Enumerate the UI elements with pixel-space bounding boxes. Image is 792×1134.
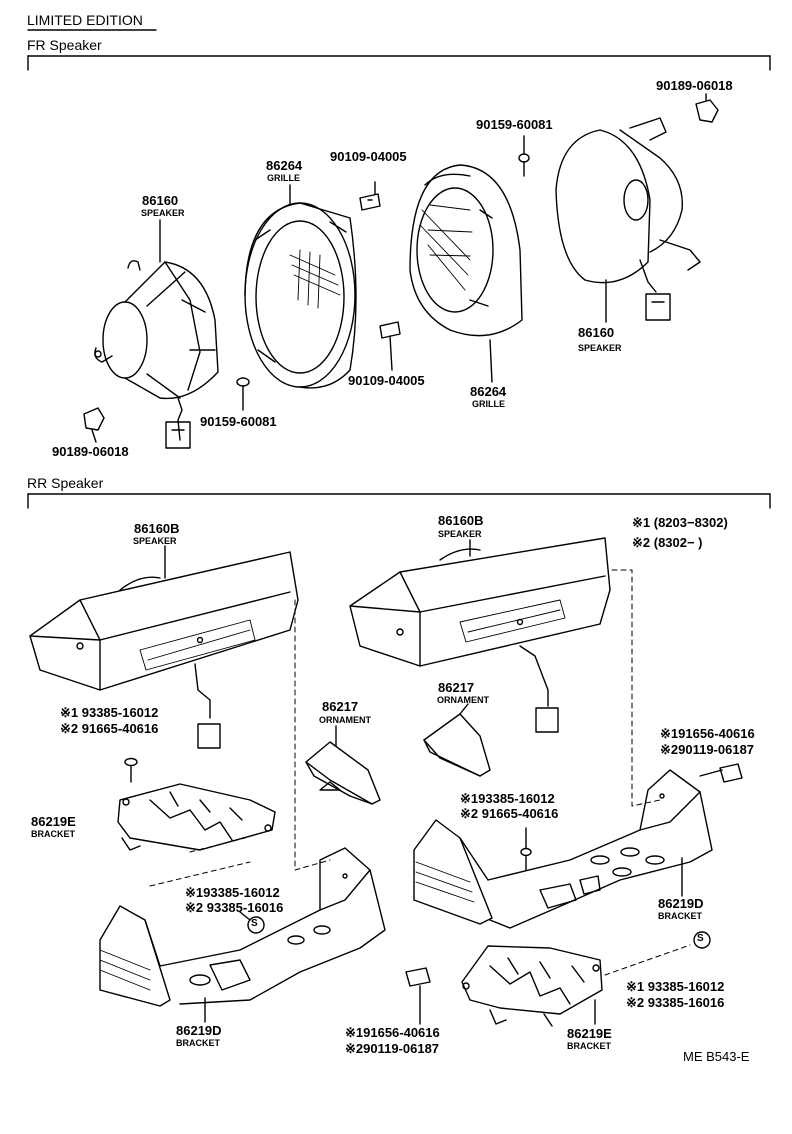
fr-grille-left (244, 202, 357, 389)
symbol-s-right-label: S (697, 933, 704, 944)
rr-screw-a (124, 757, 138, 783)
rr-dashed-left (149, 599, 331, 887)
rr-bracket-e-left (117, 783, 276, 851)
fr-screw-right (518, 135, 530, 177)
fr-grille-right-number: 86264 (470, 384, 507, 399)
fr-grille-left-name: GRILLE (267, 173, 300, 183)
rr-bracket-e-right-number: 86219E (567, 1026, 612, 1041)
rr-bracket-e-left-name: BRACKET (31, 829, 75, 839)
fr-screw-top-number: 90109-04005 (330, 149, 407, 164)
fr-screw-mid-number: 90109-04005 (348, 373, 425, 388)
rr-screw-b-note-1: ※193385-16012 (185, 885, 280, 900)
rr-speaker-right (349, 537, 611, 733)
fr-section-title: FR Speaker (27, 37, 102, 53)
rr-ornament-right-name: ORNAMENT (437, 695, 489, 705)
rr-section-bracket (27, 493, 771, 509)
rr-bolt-left-note-2: ※290119-06187 (345, 1041, 440, 1056)
rr-screw-d (520, 827, 532, 871)
fr-grille-right (409, 164, 523, 337)
rr-bracket-e-right-name: BRACKET (567, 1041, 611, 1051)
rr-speaker-left (29, 551, 299, 749)
rr-bracket-d-right-name: BRACKET (658, 911, 702, 921)
symbol-s-left-label: S (251, 918, 258, 929)
symbol-s-left (247, 916, 265, 934)
rr-screw-b-note-2: ※2 93385-16016 (185, 900, 284, 915)
rr-bolt-right-note-2: ※290119-06187 (660, 742, 755, 757)
leader (239, 911, 251, 921)
rr-speaker-right-name: SPEAKER (438, 529, 482, 539)
diagram-code: ME B543-E (683, 1049, 750, 1064)
fr-screw-left-number: 90159-60081 (200, 414, 277, 429)
rr-bracket-d-left (99, 847, 386, 1007)
leader (489, 339, 493, 383)
rr-bracket-d-right-number: 86219D (658, 896, 704, 911)
rr-bolt-left (405, 967, 431, 1025)
page-title: LIMITED EDITION (27, 12, 143, 28)
rr-section-title: RR Speaker (27, 475, 104, 491)
rr-speaker-left-name: SPEAKER (133, 536, 177, 546)
fr-speaker-left-name: SPEAKER (141, 208, 185, 218)
rr-speaker-left-number: 86160B (134, 521, 180, 536)
rr-bracket-d-right (413, 769, 713, 929)
rr-screw-a-note-2: ※2 91665-40616 (60, 721, 159, 736)
rr-ornament-left (305, 741, 381, 805)
fr-screw-mid (379, 321, 401, 371)
rr-bracket-e-left-number: 86219E (31, 814, 76, 829)
rr-screw-d-note-2: ※2 91665-40616 (460, 806, 559, 821)
fr-screw-top (359, 181, 381, 211)
fr-speaker-right-name: SPEAKER (578, 343, 622, 353)
fr-speaker-left-number: 86160 (142, 193, 179, 208)
rr-bolt-left-note-1: ※191656-40616 (345, 1025, 440, 1040)
rr-ornament-left-name: ORNAMENT (319, 715, 371, 725)
fr-speaker-right (555, 117, 701, 321)
rr-bracket-d-left-number: 86219D (176, 1023, 222, 1038)
symbol-s-right (693, 931, 711, 949)
rr-speaker-right-number: 86160B (438, 513, 484, 528)
legend-note-2: ※2 (8302− ) (632, 535, 703, 550)
rr-bracket-e-right (461, 945, 603, 1027)
fr-screw-left (236, 377, 250, 411)
fr-clip-right (695, 93, 719, 123)
fr-grille-left-number: 86264 (266, 158, 303, 173)
rr-bracket-d-left-name: BRACKET (176, 1038, 220, 1048)
rr-screw-f-note-1: ※1 93385-16012 (626, 979, 725, 994)
legend-note-1: ※1 (8203−8302) (632, 515, 728, 530)
rr-ornament-right-number: 86217 (438, 680, 475, 695)
rr-bolt-right (699, 763, 743, 783)
fr-clip-left (83, 407, 105, 443)
fr-clip-left-number: 90189-06018 (52, 444, 129, 459)
fr-speaker-left (94, 260, 219, 449)
rr-ornament-left-number: 86217 (322, 699, 359, 714)
rr-screw-a-note-1: ※1 93385-16012 (60, 705, 159, 720)
fr-screw-right-number: 90159-60081 (476, 117, 553, 132)
fr-section-bracket (27, 55, 771, 71)
rr-screw-d-note-1: ※193385-16012 (460, 791, 555, 806)
rr-bolt-right-note-1: ※191656-40616 (660, 726, 755, 741)
rr-ornament-right (423, 703, 491, 777)
fr-grille-right-name: GRILLE (472, 399, 505, 409)
fr-clip-right-number: 90189-06018 (656, 78, 733, 93)
fr-speaker-right-number: 86160 (578, 325, 615, 340)
rr-screw-f-note-2: ※2 93385-16016 (626, 995, 725, 1010)
